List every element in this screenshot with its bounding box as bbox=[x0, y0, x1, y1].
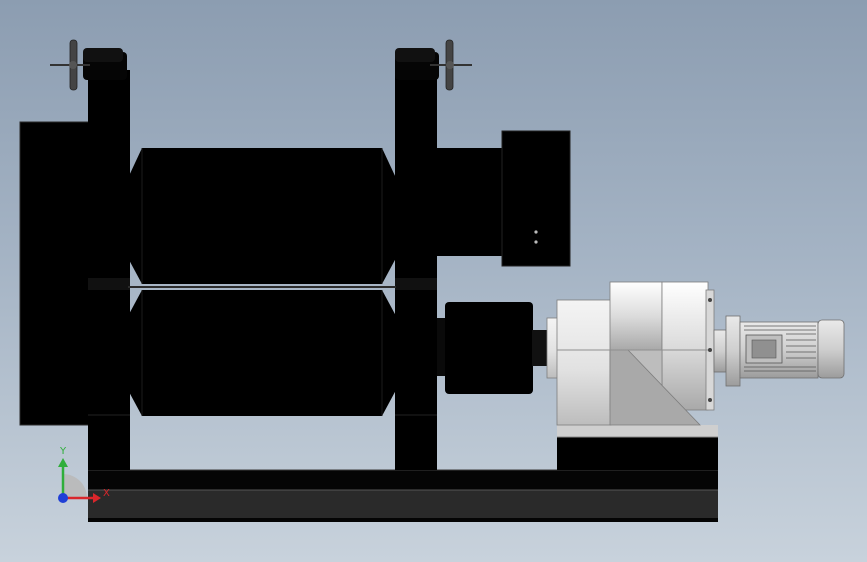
triad-x-label: X bbox=[103, 488, 110, 499]
handwheel-icon[interactable] bbox=[50, 39, 123, 91]
gearbox-plinth[interactable] bbox=[557, 425, 718, 470]
top-roller[interactable] bbox=[128, 148, 396, 284]
left-pulley[interactable] bbox=[19, 121, 91, 426]
left-frame-column[interactable] bbox=[83, 52, 130, 470]
handwheel-icon[interactable] bbox=[395, 39, 472, 91]
base-frame[interactable] bbox=[88, 469, 718, 522]
upper-drive-housing[interactable] bbox=[437, 130, 571, 267]
lower-coupling[interactable] bbox=[437, 302, 554, 394]
gearbox[interactable] bbox=[546, 281, 715, 426]
right-frame-column[interactable] bbox=[395, 52, 439, 470]
bottom-roller[interactable] bbox=[128, 286, 396, 416]
electric-motor[interactable] bbox=[713, 315, 845, 387]
triad-y-label: Y bbox=[59, 446, 67, 457]
coordinate-triad-icon bbox=[58, 458, 101, 503]
